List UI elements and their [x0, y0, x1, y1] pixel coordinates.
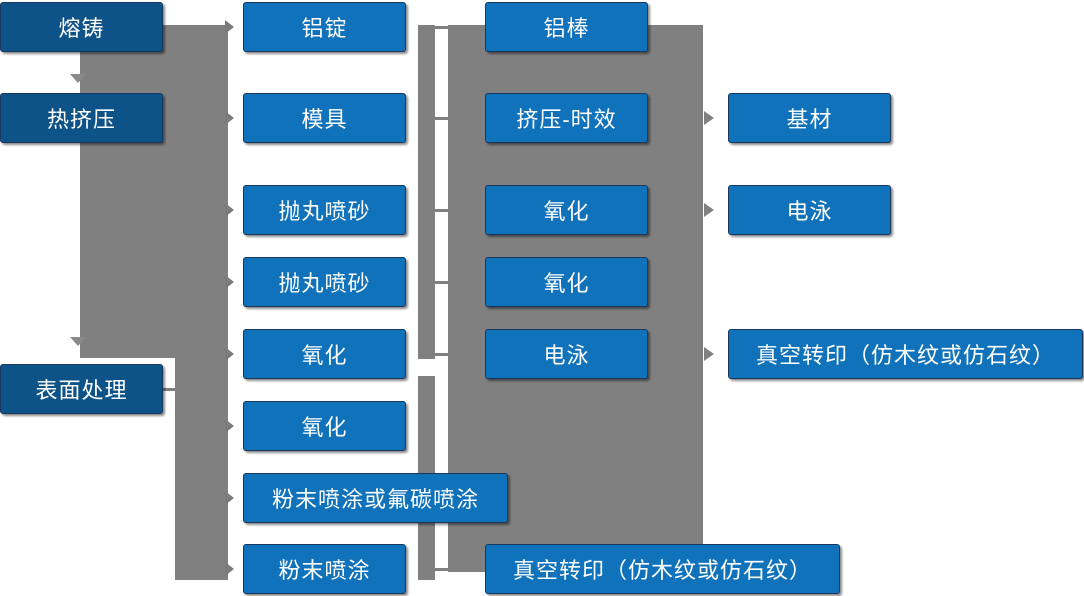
connector-tick-oxidation-4: [435, 281, 449, 284]
box-powder-coating[interactable]: 粉末喷涂: [243, 544, 406, 594]
box-oxidation-4[interactable]: 氧化: [485, 257, 648, 307]
connector-line-surface-treatment: [163, 388, 179, 391]
connector-arrow-down-surface: [70, 337, 86, 346]
arrow-to-mould: [225, 111, 234, 125]
box-label: 氧化: [301, 415, 348, 440]
connector-tick-aluminum-bar: [435, 26, 449, 29]
box-powder-or-fluorocarbon-coating[interactable]: 粉末喷涂或氟碳喷涂: [243, 473, 508, 523]
arrow-to-oxidation-1: [225, 347, 234, 361]
box-vacuum-transfer[interactable]: 真空转印（仿木纹或仿石纹）: [728, 329, 1083, 379]
box-hot-extrusion[interactable]: 热挤压: [0, 93, 163, 143]
box-surface-treatment[interactable]: 表面处理: [0, 364, 163, 414]
box-label: 氧化: [543, 199, 590, 224]
connector-rail-upper: [418, 25, 435, 359]
connector-tick-electrophoresis-1: [435, 353, 449, 356]
box-label: 抛丸喷砂: [278, 271, 371, 296]
box-label: 表面处理: [35, 378, 128, 403]
box-aluminum-ingot[interactable]: 铝锭: [243, 2, 406, 52]
box-label: 基材: [786, 107, 833, 132]
box-label: 电泳: [543, 343, 590, 368]
box-label: 熔铸: [58, 16, 105, 41]
arrow-to-electrophoresis-2: [704, 203, 714, 217]
box-oxidation-2[interactable]: 氧化: [243, 401, 406, 451]
box-label: 真空转印（仿木纹或仿石纹）: [755, 343, 1055, 368]
box-extrusion-aging[interactable]: 挤压-时效: [485, 93, 648, 143]
arrow-to-base-material: [704, 111, 714, 125]
arrow-to-vacuum-transfer: [704, 347, 714, 361]
box-base-material[interactable]: 基材: [728, 93, 891, 143]
box-label: 氧化: [301, 343, 348, 368]
box-label: 挤压-时效: [516, 107, 617, 132]
arrow-to-aluminum-ingot: [225, 20, 234, 34]
arrow-to-powder-coating: [225, 562, 234, 576]
arrow-to-shot-blasting-2: [225, 275, 234, 289]
connector-tick-vacuum-bottom: [435, 568, 449, 571]
box-label: 铝棒: [543, 16, 590, 41]
box-electrophoresis-2[interactable]: 电泳: [728, 185, 891, 235]
box-vacuum-transfer-bottom[interactable]: 真空转印（仿木纹或仿石纹）: [485, 544, 840, 594]
box-mould[interactable]: 模具: [243, 93, 406, 143]
box-label: 抛丸喷砂: [278, 199, 371, 224]
box-label: 粉末喷涂: [278, 558, 371, 583]
connector-arrow-down-stage: [70, 74, 86, 83]
box-oxidation-3[interactable]: 氧化: [485, 185, 648, 235]
connector-band-stage-wide: [80, 25, 228, 358]
box-oxidation-1[interactable]: 氧化: [243, 329, 406, 379]
arrow-to-oxidation-2: [225, 419, 234, 433]
connector-tick-extrusion: [435, 117, 449, 120]
box-electrophoresis-1[interactable]: 电泳: [485, 329, 648, 379]
arrow-to-shot-blasting-1: [225, 203, 234, 217]
box-label: 电泳: [786, 199, 833, 224]
arrow-to-powder-or-fluorocarbon: [225, 491, 234, 505]
box-label: 模具: [301, 107, 348, 132]
box-label: 铝锭: [301, 16, 348, 41]
box-shot-blasting-2[interactable]: 抛丸喷砂: [243, 257, 406, 307]
box-label: 真空转印（仿木纹或仿石纹）: [512, 558, 812, 583]
box-label: 粉末喷涂或氟碳喷涂: [271, 487, 479, 512]
connector-tick-oxidation-3: [435, 209, 449, 212]
box-label: 热挤压: [46, 107, 116, 132]
box-label: 氧化: [543, 271, 590, 296]
box-melt-cast[interactable]: 熔铸: [0, 2, 163, 52]
box-aluminum-bar[interactable]: 铝棒: [485, 2, 648, 52]
box-shot-blasting-1[interactable]: 抛丸喷砂: [243, 185, 406, 235]
connector-band-stage-narrow: [175, 358, 228, 580]
